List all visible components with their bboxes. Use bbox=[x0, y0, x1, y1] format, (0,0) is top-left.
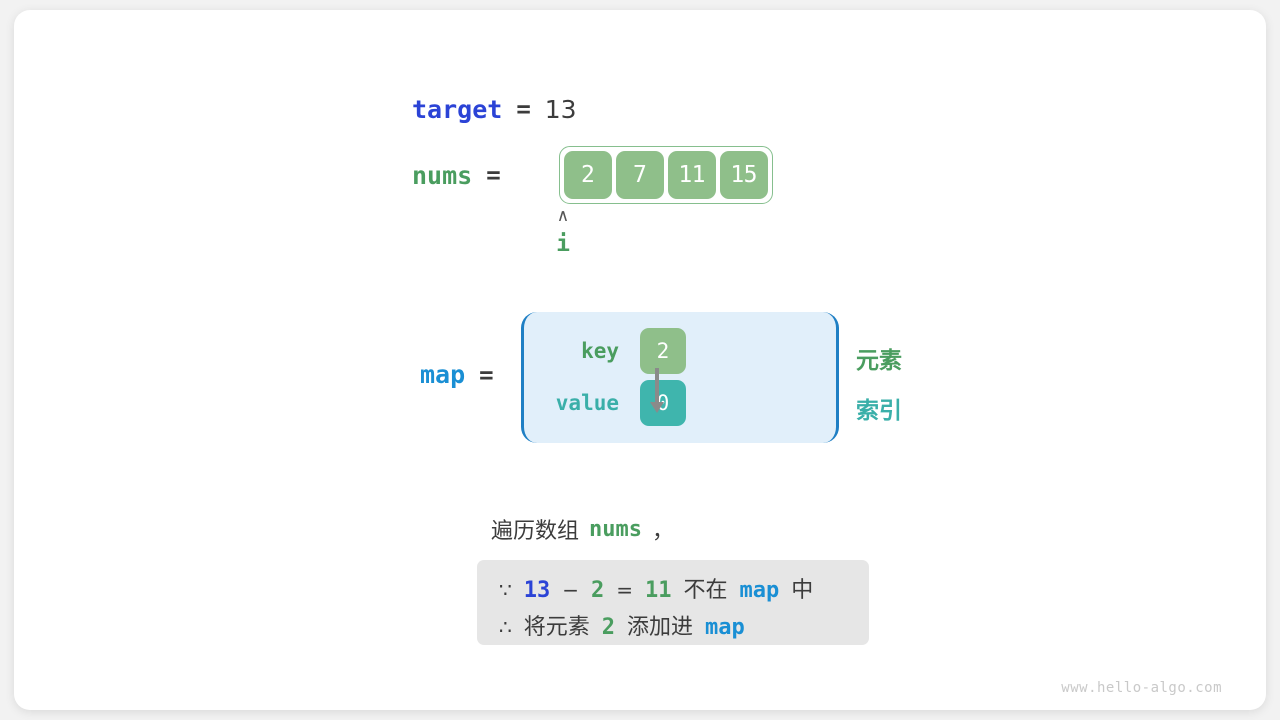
formula-line-1: ∵ 13 − 2 = 11 不在 map 中 bbox=[499, 572, 813, 604]
caption-suffix: ， bbox=[652, 519, 675, 544]
map-key-cell: 2 bbox=[640, 328, 686, 374]
note-element: 元素 bbox=[856, 348, 902, 374]
target-equals-sign: = bbox=[516, 95, 531, 123]
caption-line: 遍历数组 nums ， bbox=[491, 513, 674, 545]
caption-code: nums bbox=[589, 516, 642, 542]
formula-in-text: 中 bbox=[791, 578, 814, 603]
nums-equals-sign: = bbox=[486, 161, 501, 189]
map-row-label: map = bbox=[420, 360, 494, 389]
formula-added-value: 2 bbox=[601, 615, 615, 640]
map-variable-name: map bbox=[420, 360, 466, 389]
map-value-label: value bbox=[555, 391, 619, 415]
array-cell: 2 bbox=[563, 151, 612, 199]
therefore-symbol: ∴ bbox=[499, 615, 512, 639]
formula-line-2: ∴ 将元素 2 添加进 map bbox=[499, 609, 745, 641]
formula-map-name: map bbox=[705, 615, 745, 640]
formula-target-value: 13 bbox=[523, 578, 551, 603]
target-row: target = 13 bbox=[412, 92, 577, 126]
target-value: 13 bbox=[544, 94, 577, 124]
target-variable-name: target bbox=[412, 94, 503, 124]
formula-not-in-text: 不在 bbox=[683, 578, 728, 603]
key-to-value-arrow-icon bbox=[650, 368, 664, 413]
nums-row: nums = 2 7 11 15 bbox=[412, 146, 773, 204]
nums-variable-name: nums bbox=[412, 160, 473, 190]
formula-box: ∵ 13 − 2 = 11 不在 map 中 ∴ 将元素 2 添加进 map bbox=[477, 560, 869, 645]
because-symbol: ∵ bbox=[499, 578, 512, 602]
formula-complement-value: 11 bbox=[645, 578, 672, 603]
caret-up-icon: ∧ bbox=[556, 206, 570, 226]
formula-add-element-text: 将元素 bbox=[523, 615, 590, 640]
array-cell: 11 bbox=[667, 151, 716, 199]
formula-minus-sign: − bbox=[562, 578, 579, 602]
watermark: www.hello-algo.com bbox=[1061, 680, 1222, 696]
caption-prefix: 遍历数组 bbox=[491, 519, 580, 544]
note-index: 索引 bbox=[856, 398, 902, 424]
index-pointer: ∧ i bbox=[546, 206, 580, 257]
map-key-row: key 2 bbox=[521, 328, 686, 374]
index-pointer-label: i bbox=[556, 231, 570, 257]
formula-add-into-text: 添加进 bbox=[627, 615, 694, 640]
map-equals-sign: = bbox=[479, 360, 494, 389]
formula-map-name: map bbox=[739, 578, 780, 603]
array-container: 2 7 11 15 bbox=[558, 146, 773, 204]
array-cell: 15 bbox=[719, 151, 768, 199]
formula-current-value: 2 bbox=[591, 578, 605, 603]
formula-equals-sign: = bbox=[616, 578, 634, 602]
map-key-label: key bbox=[581, 339, 619, 363]
array-cell: 7 bbox=[615, 151, 664, 199]
